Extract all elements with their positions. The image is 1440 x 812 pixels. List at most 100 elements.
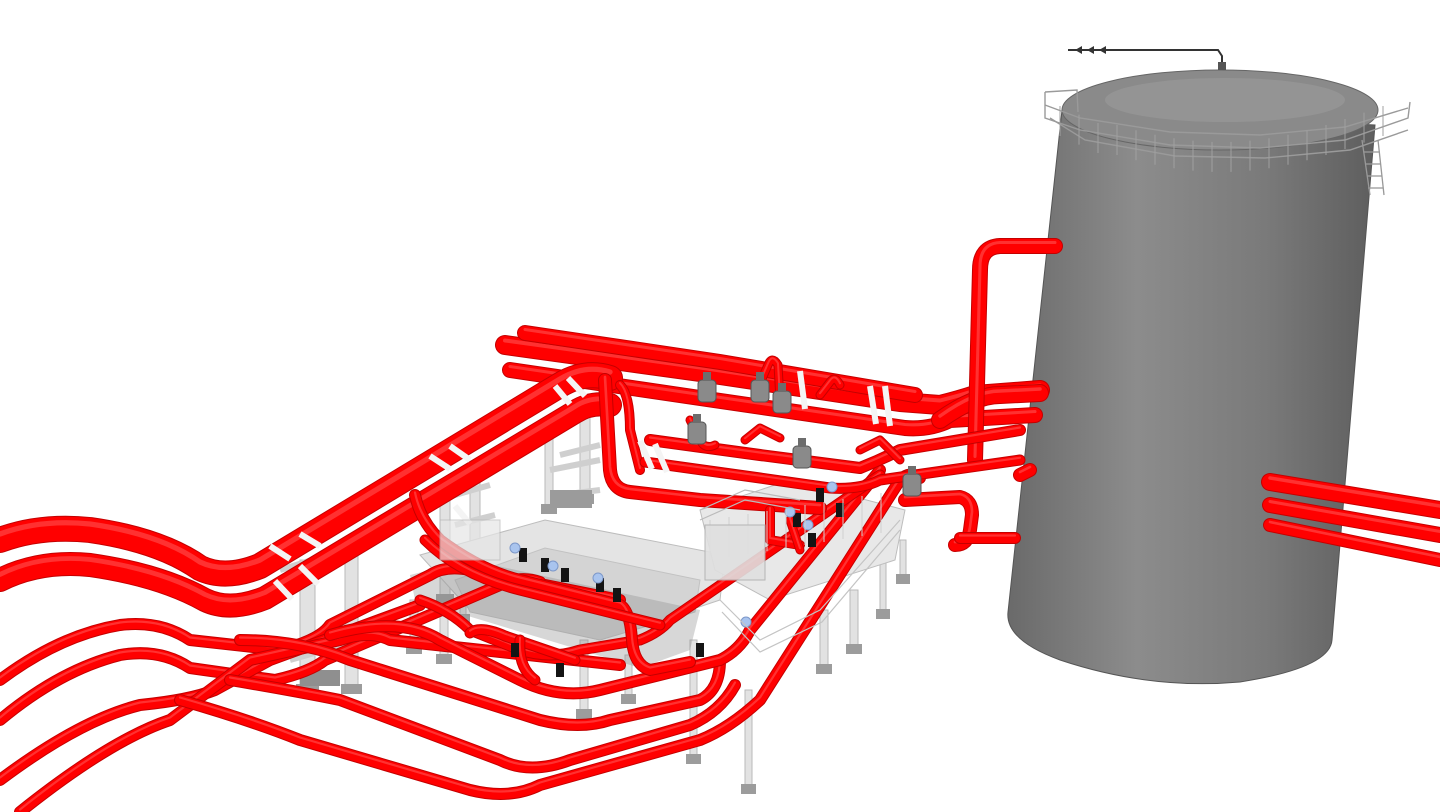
- column-base-plate: [846, 644, 862, 654]
- valve-body: [772, 390, 792, 414]
- pipe-highlight: [523, 327, 917, 394]
- pipe-clamp: [552, 384, 573, 406]
- pipe-clamp: [448, 443, 472, 463]
- pipe-body: [741, 424, 784, 444]
- column-base-plate: [436, 654, 452, 664]
- pipe-run: [1262, 497, 1440, 543]
- pipe-clamp: [297, 563, 321, 587]
- column-base-plate: [541, 504, 557, 514]
- pipe-flange: [696, 643, 704, 657]
- pipe-flange: [519, 548, 527, 562]
- valve-body: [750, 379, 770, 403]
- pipe-clamp: [298, 531, 322, 549]
- valve-bonnet: [778, 383, 786, 392]
- pipe-run: [1263, 518, 1440, 567]
- pipe-highlight: [973, 240, 1057, 459]
- support-beam: [549, 457, 601, 473]
- pipe-run: [14, 629, 626, 812]
- pipe-flange: [836, 503, 844, 517]
- pipe-body: [1014, 464, 1036, 481]
- pipe-highlight: [0, 564, 622, 679]
- tank-ladder: [1361, 139, 1385, 196]
- pipe-highlight: [18, 631, 622, 811]
- valve-bonnet: [756, 372, 764, 381]
- pipe-highlight: [469, 626, 576, 659]
- valves-and-fittings[interactable]: [509, 372, 922, 677]
- pipe-flange: [541, 558, 549, 572]
- pipe-highlight: [424, 536, 661, 624]
- column-base-plate: [896, 574, 910, 584]
- pipe-highlight: [769, 507, 801, 544]
- pipe-body: [1262, 474, 1440, 518]
- pipe-run: [740, 423, 785, 445]
- pipe-body: [325, 465, 885, 699]
- pipe-run: [0, 392, 622, 618]
- pipe-body: [15, 630, 625, 812]
- gate-valve: [772, 383, 792, 414]
- column-base-plate: [621, 694, 636, 704]
- pipe-run: [409, 489, 696, 676]
- pipe-run: [750, 355, 785, 405]
- storage-tank[interactable]: [1007, 46, 1411, 685]
- pipe-clamp: [637, 439, 655, 471]
- instrument-gauge: [826, 481, 838, 493]
- tank-roof-highlight: [1105, 78, 1345, 122]
- pipe-flange: [816, 488, 824, 502]
- pipe-run: [785, 515, 805, 555]
- pipe-highlight: [0, 366, 613, 571]
- front-structure: [439, 489, 901, 653]
- pipe-highlight: [754, 357, 781, 400]
- pipe-flange: [561, 568, 569, 582]
- pipe-highlight: [859, 437, 901, 460]
- pipe-highlight: [819, 376, 841, 395]
- pipe-body: [856, 436, 904, 464]
- pipe-run: [954, 532, 1021, 544]
- pipe-clamp: [272, 578, 295, 602]
- pipe-clamp: [797, 370, 808, 410]
- pipe-flange: [556, 663, 564, 677]
- pipe-run: [765, 505, 805, 550]
- instrument-gauge: [592, 572, 604, 584]
- valve-body: [697, 379, 717, 403]
- column-base-plate: [816, 664, 832, 674]
- grating-box: [550, 490, 592, 508]
- support-column: [849, 589, 859, 651]
- gate-valve: [687, 414, 707, 445]
- pipe-run: [234, 634, 726, 731]
- railing-posts: [1059, 106, 1384, 172]
- pipe-run: [517, 325, 923, 403]
- platform-handrail: [719, 519, 901, 653]
- pipe-highlight: [413, 491, 692, 669]
- column-base-plate: [576, 709, 592, 719]
- pipe-run: [324, 464, 886, 700]
- pipe-highlight: [328, 466, 882, 692]
- pipe-run: [1013, 463, 1037, 482]
- pipe-body: [645, 425, 1025, 473]
- pipe-clamp: [565, 375, 588, 399]
- support-column: [879, 559, 887, 616]
- gate-valve: [750, 372, 770, 403]
- pipe-highlight: [238, 636, 722, 724]
- equipment-box: [439, 519, 501, 561]
- pipe-highlight: [0, 396, 613, 603]
- pipe-highlight: [789, 517, 801, 550]
- pipe-clamp: [882, 385, 893, 427]
- process-piping[interactable]: [0, 238, 1440, 812]
- valve-bonnet: [798, 438, 806, 447]
- pipe-body: [225, 675, 740, 773]
- pipe-highlight: [619, 382, 641, 469]
- gate-valve: [792, 438, 812, 469]
- pipe-highlight: [228, 676, 737, 767]
- gate-valve: [902, 466, 922, 497]
- support-beam: [559, 442, 601, 458]
- instrument-gauge: [740, 616, 752, 628]
- valve-bonnet: [908, 466, 916, 475]
- pipe-highlight: [1268, 499, 1440, 534]
- pipe-highlight: [603, 375, 822, 507]
- pipe-body: [1264, 519, 1440, 566]
- pipe-run: [644, 424, 1026, 474]
- pipe-run: [224, 674, 741, 774]
- pipe-clamp: [867, 385, 879, 425]
